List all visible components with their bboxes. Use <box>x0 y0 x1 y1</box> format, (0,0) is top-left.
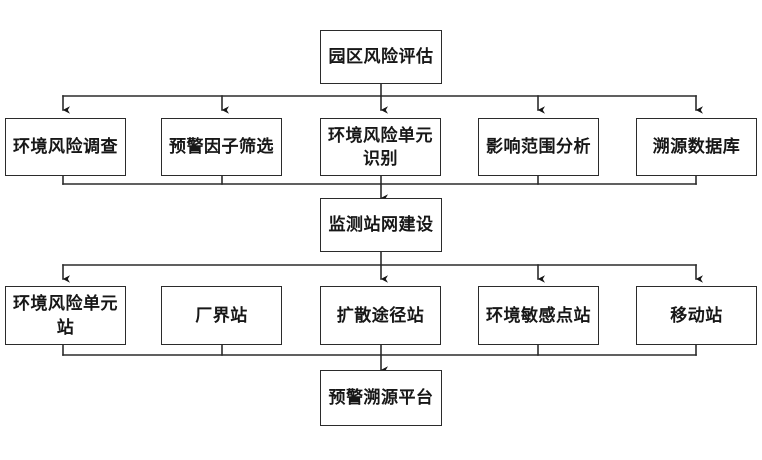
node-plant-boundary-station[interactable]: 厂界站 <box>161 286 282 345</box>
node-mobile-station[interactable]: 移动站 <box>636 286 757 345</box>
node-label: 环境风险单元识别 <box>328 125 433 168</box>
node-traceability-database[interactable]: 溯源数据库 <box>636 118 757 176</box>
node-impact-scope-analysis[interactable]: 影响范围分析 <box>478 118 599 176</box>
node-label: 预警溯源平台 <box>328 388 434 408</box>
node-label: 移动站 <box>670 305 723 325</box>
node-label: 园区风险评估 <box>328 47 434 67</box>
node-monitoring-station-network-construction[interactable]: 监测站网建设 <box>320 198 442 252</box>
node-label: 扩散途径站 <box>336 305 425 325</box>
node-early-warning-traceability-platform[interactable]: 预警溯源平台 <box>320 370 442 426</box>
node-early-warning-factor-screening[interactable]: 预警因子筛选 <box>161 118 282 176</box>
node-label: 预警因子筛选 <box>169 137 274 157</box>
node-label: 环境风险单元站 <box>13 294 118 337</box>
node-label: 环境敏感点站 <box>486 305 591 325</box>
node-park-risk-assessment[interactable]: 园区风险评估 <box>320 30 442 84</box>
node-label: 溯源数据库 <box>652 137 741 157</box>
node-environmental-sensitive-point-station[interactable]: 环境敏感点站 <box>478 286 599 345</box>
node-label: 影响范围分析 <box>486 137 591 157</box>
node-label: 环境风险调查 <box>13 137 118 157</box>
node-environmental-risk-survey[interactable]: 环境风险调查 <box>5 118 126 176</box>
node-diffusion-pathway-station[interactable]: 扩散途径站 <box>320 286 441 345</box>
node-label: 监测站网建设 <box>328 215 434 235</box>
node-label: 厂界站 <box>195 305 248 325</box>
node-environmental-risk-unit-identification[interactable]: 环境风险单元识别 <box>320 118 441 176</box>
node-environmental-risk-unit-station[interactable]: 环境风险单元站 <box>5 286 126 345</box>
